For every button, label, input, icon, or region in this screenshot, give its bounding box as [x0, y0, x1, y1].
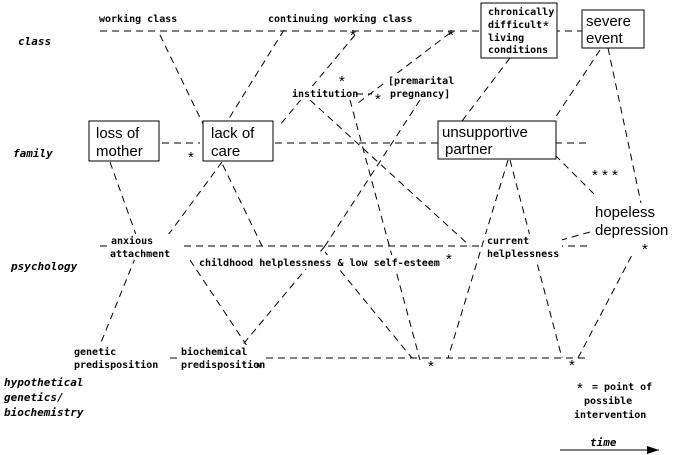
star-marker: *: [642, 241, 648, 258]
node-loss-2: mother: [96, 143, 143, 160]
node-current-1: current: [487, 236, 529, 247]
level-class: class: [18, 35, 51, 48]
node-current-2: helplessness: [487, 249, 559, 260]
star-marker: *: [428, 358, 434, 375]
legend-line-2: possible: [584, 395, 632, 407]
diag-13: [189, 259, 256, 359]
diag-11: [159, 161, 223, 247]
node-chronically-2: difficult: [488, 19, 542, 31]
node-lack-of-care-box: [202, 120, 274, 162]
node-unsupportive-1: unsupportive: [442, 124, 528, 141]
node-unsupportive-2: partner: [445, 141, 493, 158]
diagonal-lines: [99, 29, 649, 361]
node-unsupportive-box: [437, 120, 557, 160]
level-psychology: psychology: [10, 260, 78, 273]
node-biochemical-1: biochemical: [181, 346, 247, 358]
node-anxious-1: anxious: [111, 235, 153, 247]
node-chronically-3: living: [488, 32, 524, 44]
diag-12: [99, 245, 141, 346]
diag-21: [577, 254, 633, 359]
star-marker: *: [350, 27, 356, 44]
node-anxious-2: attachment: [110, 249, 170, 260]
anxious-bg: [108, 234, 180, 260]
node-loss-1: loss of: [96, 125, 140, 142]
diag-6: [324, 99, 421, 247]
diag-20: [539, 231, 591, 247]
node-premarital-2: pregnancy]: [390, 89, 450, 100]
diag-4: [309, 99, 471, 247]
star-marker: *: [446, 251, 452, 268]
level-labels: class family psychology hypothetical gen…: [4, 35, 84, 419]
level-hypothetical: hypothetical: [4, 376, 83, 389]
level-biochemistry: biochemistry: [4, 406, 84, 419]
star-marker: *: [448, 27, 454, 44]
institution-bg: [290, 86, 354, 100]
level-genetics: genetics/: [4, 391, 64, 404]
premarital-bg: [386, 73, 462, 100]
node-genetic-1: genetic: [74, 346, 116, 358]
diag-10: [109, 161, 141, 247]
node-severe-1: severe: [586, 13, 631, 30]
triple-star-marker: * * *: [592, 167, 618, 184]
node-hopeless-2: depression: [595, 222, 668, 239]
legend-line-1: = point of: [592, 381, 652, 393]
level-family: family: [13, 147, 53, 160]
node-hopeless-1: hopeless: [595, 204, 655, 221]
time-label: time: [590, 436, 617, 449]
diag-3: [278, 34, 356, 127]
biochemical-bg: [178, 345, 264, 371]
node-chronically-4: conditions: [488, 44, 548, 56]
childhood-bg: [197, 255, 447, 269]
node-genetic-2: predisposition: [74, 359, 158, 371]
node-chronically-box: [480, 2, 558, 59]
node-lack-1: lack of: [211, 125, 255, 142]
star-marker: *: [256, 360, 262, 377]
working-class-bg: [98, 12, 182, 26]
continuing-bg: [266, 12, 416, 26]
node-premarital-1: [premarital: [388, 75, 454, 87]
diag-2: [227, 29, 285, 121]
current-bg: [484, 234, 562, 260]
star-marker: *: [569, 357, 575, 374]
legend-line-3: intervention: [574, 409, 646, 421]
node-chronically-1: chronically: [488, 6, 554, 18]
star-marker: *: [543, 18, 549, 35]
diag-19: [554, 154, 596, 196]
node-institution: institution: [292, 88, 358, 100]
diag-1: [159, 34, 263, 247]
node-childhood: childhood helplessness & low self-esteem: [199, 257, 440, 269]
legend: * = point of possible intervention: [574, 380, 652, 421]
star-marker: *: [375, 91, 381, 108]
star-marker: *: [339, 73, 345, 90]
horizontal-lines: [100, 30, 592, 359]
diag-15: [447, 159, 509, 359]
star-marker: *: [188, 149, 194, 166]
diag-14: [324, 251, 413, 359]
node-loss-of-mother-box: [88, 120, 160, 162]
node-biochemical-2: predisposition: [181, 359, 265, 371]
node-severe-2: event: [586, 30, 624, 47]
legend-star: *: [577, 380, 583, 397]
hopeless-bg: [590, 203, 688, 239]
node-severe-event-box: [581, 9, 645, 49]
node-continuing-working-class: continuing working class: [268, 13, 413, 25]
diag-8: [357, 32, 451, 104]
time-axis: time: [560, 436, 659, 454]
intervention-stars: * * * * * * * * * * * * * *: [188, 18, 648, 377]
genetic-bg: [72, 345, 162, 371]
node-working-class: working class: [99, 13, 177, 25]
diag-5: [349, 99, 421, 361]
node-lack-2: care: [211, 143, 240, 160]
diag-9: [461, 57, 511, 122]
diag-17: [554, 49, 601, 119]
